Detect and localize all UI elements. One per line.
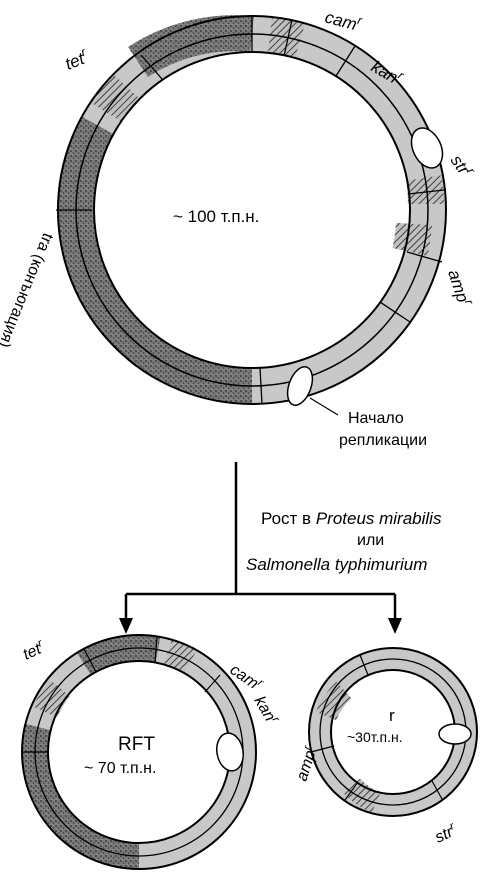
big-plasmid: tetr camr kanr strr ampr tra (конъюгация…: [0, 5, 478, 449]
right-arrowhead: [388, 618, 402, 634]
r-oval: [439, 724, 471, 744]
amp-segment-1: [410, 224, 414, 252]
r-name: r: [389, 706, 395, 725]
growth-species-1: Proteus mirabilis: [316, 509, 442, 528]
svg-text:camr: camr: [323, 5, 365, 36]
origin-label-line1: Начало: [348, 410, 404, 427]
branch-arrows: [126, 462, 395, 620]
growth-species-2: Salmonella typhimurium: [246, 555, 427, 574]
svg-text:strr: strr: [447, 150, 479, 182]
svg-text:kanr: kanr: [251, 693, 283, 729]
amp-label: amp: [444, 267, 472, 304]
svg-text:ampr: ampr: [444, 266, 477, 309]
growth-prefix: Рост в: [261, 509, 316, 528]
r-plasmid: ampr strr r ~30т.п.н.: [292, 648, 477, 847]
left-arrowhead: [119, 618, 133, 634]
big-plasmid-size: ~ 100 т.п.н.: [173, 207, 259, 226]
str-label: str: [447, 151, 474, 178]
rtf-plasmid: tetr camr kanr RFT ~ 70 т.п.н.: [20, 635, 283, 869]
svg-text:tetr: tetr: [20, 637, 49, 664]
r-size: ~30т.п.н.: [347, 729, 403, 745]
origin-label-line2: репликации: [339, 432, 427, 449]
rtf-name: RFT: [118, 734, 155, 755]
svg-text:Рост в Proteus mirabilis: Рост в Proteus mirabilis: [261, 509, 442, 528]
growth-or: или: [357, 532, 384, 549]
svg-text:strr: strr: [432, 820, 461, 847]
svg-text:tetr: tetr: [61, 44, 91, 73]
tra-label: tra (конъюгация): [0, 231, 56, 350]
cam-label: cam: [323, 8, 359, 35]
rtf-size: ~ 70 т.п.н.: [84, 760, 156, 777]
